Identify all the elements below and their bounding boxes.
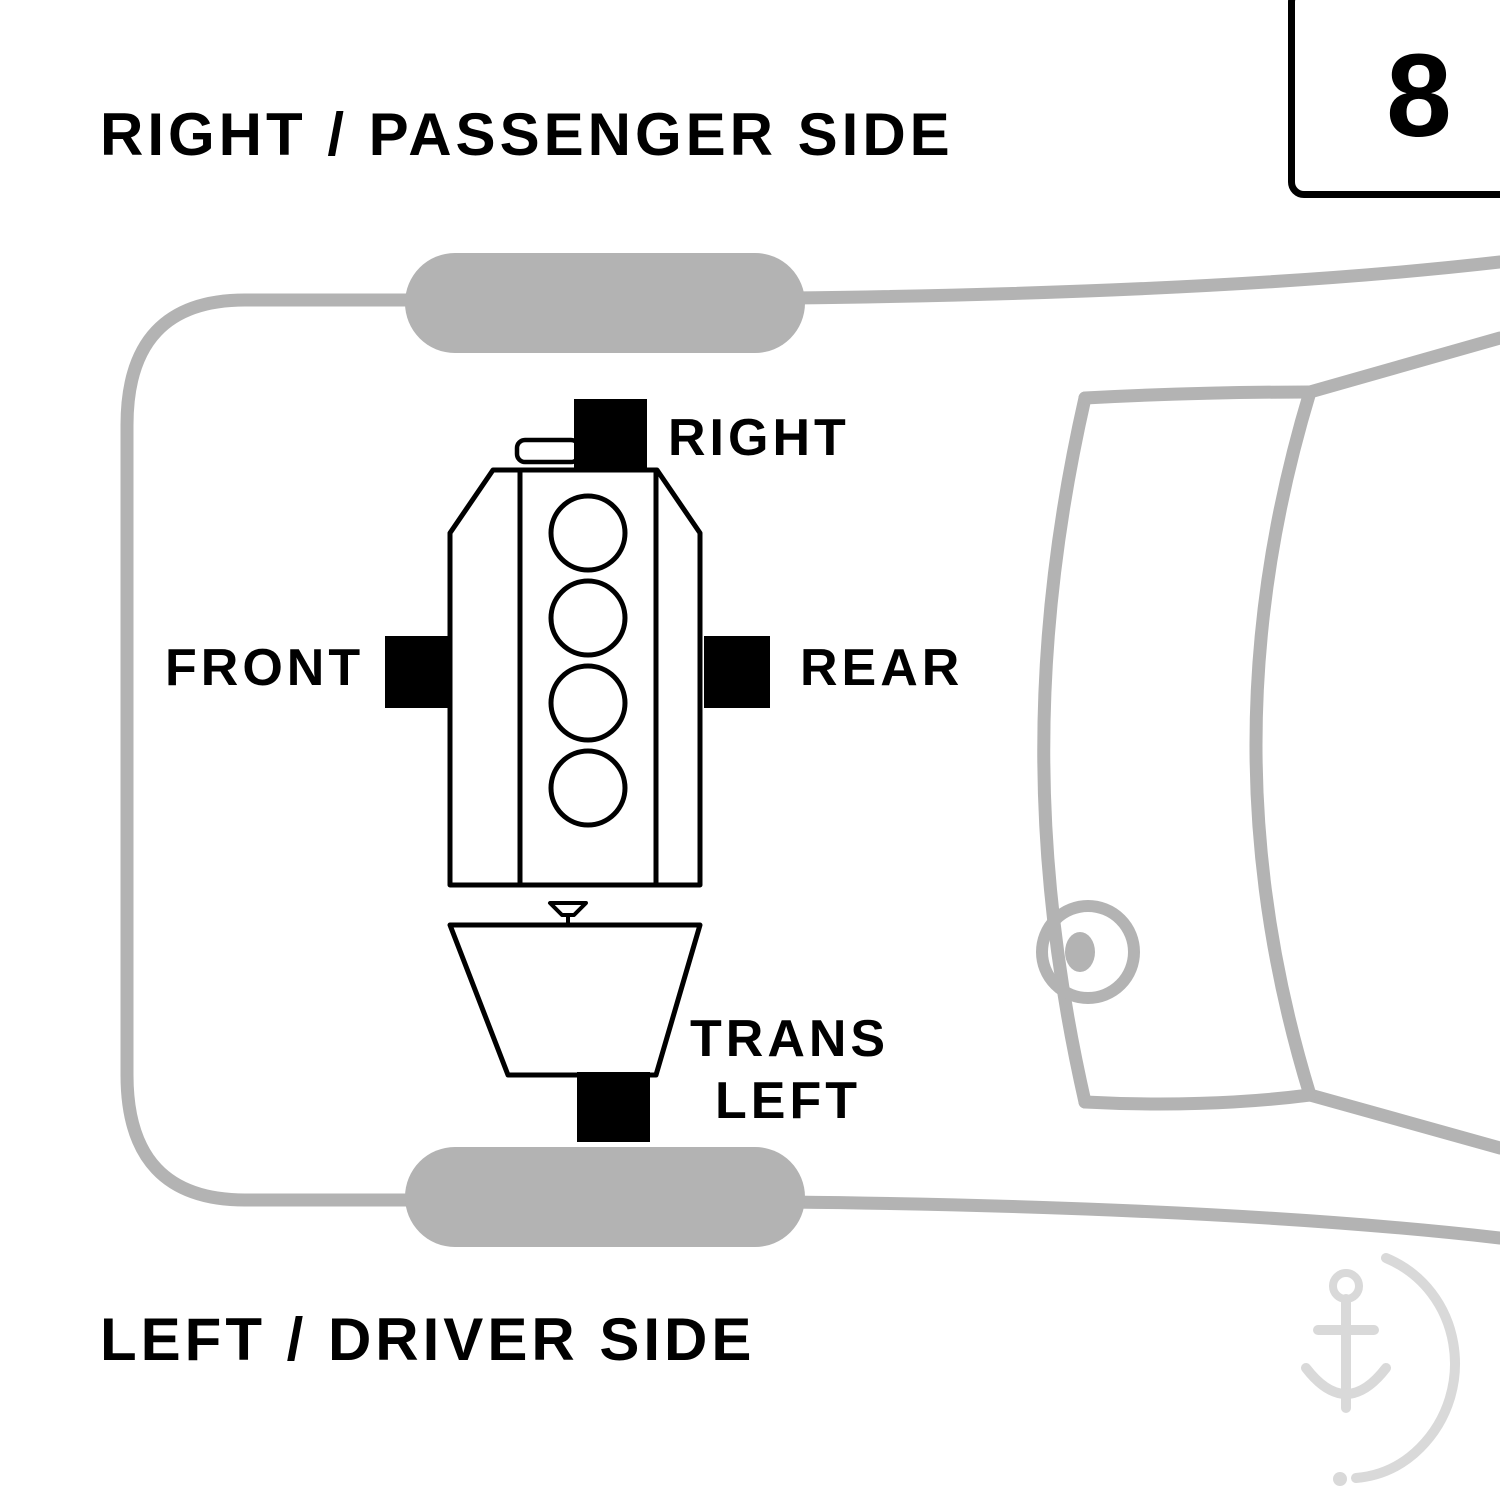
cowl-arc bbox=[1037, 391, 1092, 1109]
car-outline bbox=[120, 253, 1500, 1247]
beltline-bottom bbox=[783, 1195, 1500, 1245]
engine-assembly bbox=[385, 399, 770, 1142]
cylinder-4 bbox=[548, 748, 628, 828]
mount-label-trans-left: TRANS LEFT bbox=[690, 1008, 886, 1132]
transmission-outline bbox=[447, 922, 703, 1078]
right-mount-bolt bbox=[514, 437, 582, 465]
trans-label-line1: TRANS bbox=[690, 1010, 890, 1068]
windshield-outer-arc bbox=[1249, 331, 1500, 1155]
page-number: 8 bbox=[1386, 30, 1452, 162]
page-number-box: 8 bbox=[1288, 0, 1500, 198]
anchor-swoosh-dot bbox=[1333, 1472, 1347, 1486]
steering-wheel bbox=[1036, 900, 1140, 1004]
trans-funnel-icon bbox=[548, 901, 588, 917]
mount-label-right: RIGHT bbox=[668, 409, 850, 467]
cylinder-2 bbox=[548, 578, 628, 658]
top-tire bbox=[405, 253, 805, 353]
front-bumper-outline bbox=[120, 293, 417, 1207]
bottom-side-label: LEFT / DRIVER SIDE bbox=[100, 1306, 756, 1373]
anchor-swoosh bbox=[1351, 1253, 1460, 1483]
trans-left-mount-marker bbox=[577, 1072, 650, 1142]
cylinder-3 bbox=[548, 663, 628, 743]
windshield-bottom-edge bbox=[1078, 1088, 1317, 1111]
mount-label-rear: REAR bbox=[800, 639, 964, 697]
mount-label-front: FRONT bbox=[165, 639, 365, 697]
beltline-top bbox=[783, 255, 1500, 305]
right-mount-marker bbox=[574, 399, 647, 470]
steering-wheel-hub bbox=[1065, 932, 1095, 972]
front-mount-marker bbox=[385, 636, 451, 708]
windshield-top-edge bbox=[1078, 385, 1317, 405]
trans-label-line2: LEFT bbox=[715, 1072, 861, 1130]
cylinder-1 bbox=[548, 493, 628, 573]
top-side-label: RIGHT / PASSENGER SIDE bbox=[100, 101, 954, 168]
rear-mount-marker bbox=[704, 636, 770, 708]
anchor-arms bbox=[1301, 1363, 1391, 1399]
bottom-tire bbox=[405, 1147, 805, 1247]
anchor-watermark-icon bbox=[1301, 1253, 1460, 1486]
